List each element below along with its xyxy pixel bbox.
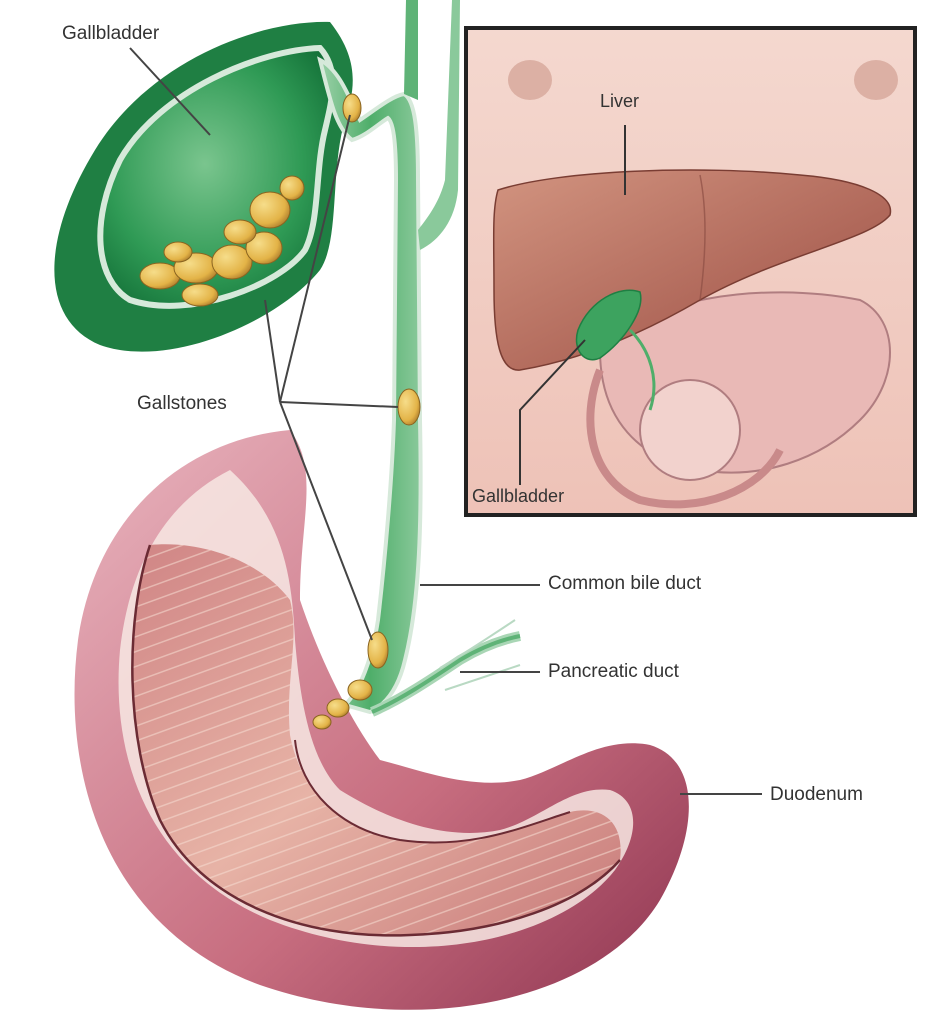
label-gallbladder: Gallbladder xyxy=(62,24,159,43)
common-bile-duct xyxy=(313,0,460,729)
label-duodenum: Duodenum xyxy=(770,785,863,804)
inset-label-liver: Liver xyxy=(600,92,639,110)
label-common-bile-duct: Common bile duct xyxy=(548,574,701,593)
label-gallstones: Gallstones xyxy=(137,394,227,413)
leader-gallstones-3 xyxy=(280,402,398,407)
gallbladder xyxy=(54,22,352,352)
leader-gallstones-1 xyxy=(265,300,280,402)
inset-label-gallbladder: Gallbladder xyxy=(472,487,564,505)
inset-panel xyxy=(466,28,915,515)
label-pancreatic-duct: Pancreatic duct xyxy=(548,662,679,681)
